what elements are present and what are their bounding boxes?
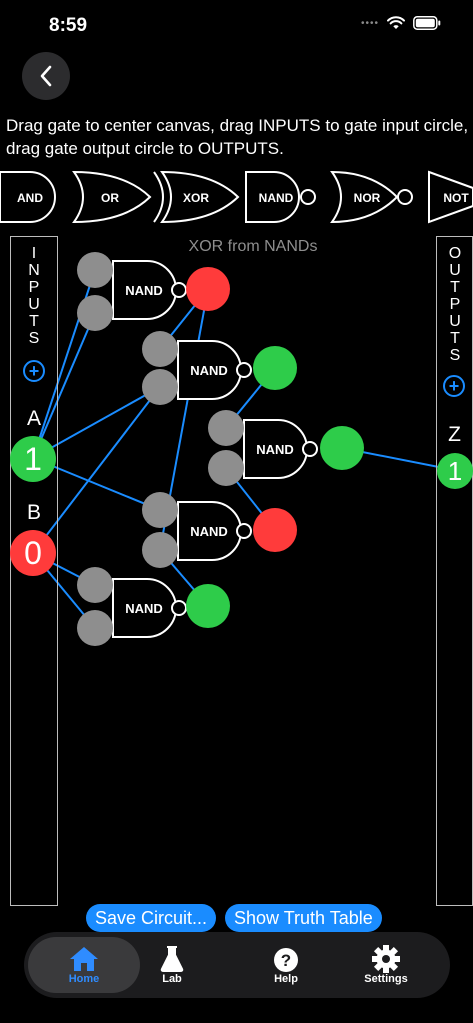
wire-1 (32, 312, 96, 459)
tab-help[interactable]: ? Help (256, 932, 316, 998)
input-a-name: A (26, 407, 41, 430)
gate-input-node[interactable] (142, 331, 178, 367)
status-icons: •••• (361, 16, 441, 30)
signal-icon: •••• (360, 17, 379, 29)
gate-input-node[interactable] (77, 610, 113, 646)
input-a-toggle[interactable]: 1 (10, 436, 56, 482)
gate-input-node[interactable] (142, 532, 178, 568)
gate-input-node[interactable] (77, 295, 113, 331)
nand-bubble (171, 600, 187, 616)
gate-input-node[interactable] (142, 369, 178, 405)
nand-gate-5[interactable]: NAND (77, 567, 230, 646)
nand-gate-label: NAND (125, 601, 163, 616)
gate-input-node[interactable] (208, 450, 244, 486)
nand-gate-4[interactable]: NAND (142, 492, 297, 568)
wire-4 (32, 386, 161, 554)
gate-xor-label: XOR (183, 191, 209, 205)
tab-bar: Home Lab ? Help Settings (24, 932, 450, 998)
back-button[interactable] (22, 52, 70, 100)
input-b-name: B (26, 501, 41, 524)
nand-gate-label: NAND (190, 363, 228, 378)
show-truth-table-button[interactable]: Show Truth Table (225, 904, 382, 932)
gate-input-node[interactable] (77, 567, 113, 603)
nand-bubble (236, 362, 252, 378)
tab-home[interactable]: Home (28, 937, 140, 993)
save-circuit-button[interactable]: Save Circuit... (86, 904, 217, 932)
question-circle-icon: ? (273, 945, 299, 973)
circuit-canvas[interactable]: XOR from NANDs NAND NAND NAND NAND NAND (0, 232, 473, 908)
gate-nor[interactable]: NOR (330, 170, 413, 224)
gates: NAND NAND NAND NAND NAND (77, 252, 364, 646)
output-z-name: Z (448, 423, 461, 446)
nand-bubble (171, 282, 187, 298)
tab-lab-label: Lab (162, 973, 182, 985)
tab-home-label: Home (68, 973, 100, 985)
gate-xor[interactable]: XOR (153, 170, 240, 224)
add-input-button[interactable]: + (23, 360, 45, 382)
status-time: 8:59 (49, 15, 88, 36)
add-output-button[interactable]: + (443, 375, 465, 397)
nand-gate-label: NAND (256, 442, 294, 457)
battery-icon (413, 16, 441, 30)
nand-bubble (302, 441, 318, 457)
nand-gate-2[interactable]: NAND (142, 331, 297, 405)
gate-palette: AND OR XOR NAND NOR NOT (0, 170, 473, 224)
nand-bubble (236, 523, 252, 539)
gate-output-node[interactable] (320, 426, 364, 470)
wire-3 (32, 386, 161, 459)
nand-gate-1[interactable]: NAND (77, 252, 230, 331)
gate-output-node[interactable] (186, 267, 230, 311)
gate-or-label: OR (101, 191, 119, 205)
tab-settings[interactable]: Settings (356, 932, 416, 998)
gate-nand-label: NAND (259, 191, 294, 205)
nand-gate-3[interactable]: NAND (208, 410, 364, 486)
gate-input-node[interactable] (77, 252, 113, 288)
chevron-left-icon (40, 65, 52, 87)
gate-input-node[interactable] (142, 492, 178, 528)
house-icon (69, 945, 99, 973)
gate-not-label: NOT (443, 191, 469, 205)
tab-settings-label: Settings (364, 973, 408, 985)
nand-gate-label: NAND (190, 524, 228, 539)
tab-lab[interactable]: Lab (142, 932, 202, 998)
gate-nor-label: NOR (354, 191, 381, 205)
gate-and[interactable]: AND (0, 171, 56, 223)
svg-text:?: ? (281, 951, 291, 970)
nand-gate-label: NAND (125, 283, 163, 298)
gate-not[interactable]: NOT (428, 170, 473, 224)
gate-output-node[interactable] (253, 346, 297, 390)
gate-input-node[interactable] (208, 410, 244, 446)
instructions-text: Drag gate to center canvas, drag INPUTS … (6, 116, 469, 158)
gate-output-node[interactable] (253, 508, 297, 552)
gate-output-node[interactable] (186, 584, 230, 628)
gate-nand[interactable]: NAND (245, 171, 316, 223)
circuit-title: XOR from NANDs (189, 238, 318, 255)
gear-icon (372, 945, 400, 973)
tab-help-label: Help (274, 973, 298, 985)
output-z-value[interactable]: 1 (437, 453, 473, 489)
input-b-toggle[interactable]: 0 (10, 530, 56, 576)
wifi-icon (387, 16, 405, 29)
gate-or[interactable]: OR (72, 170, 152, 224)
gate-and-label: AND (17, 191, 43, 205)
flask-icon (160, 945, 184, 973)
